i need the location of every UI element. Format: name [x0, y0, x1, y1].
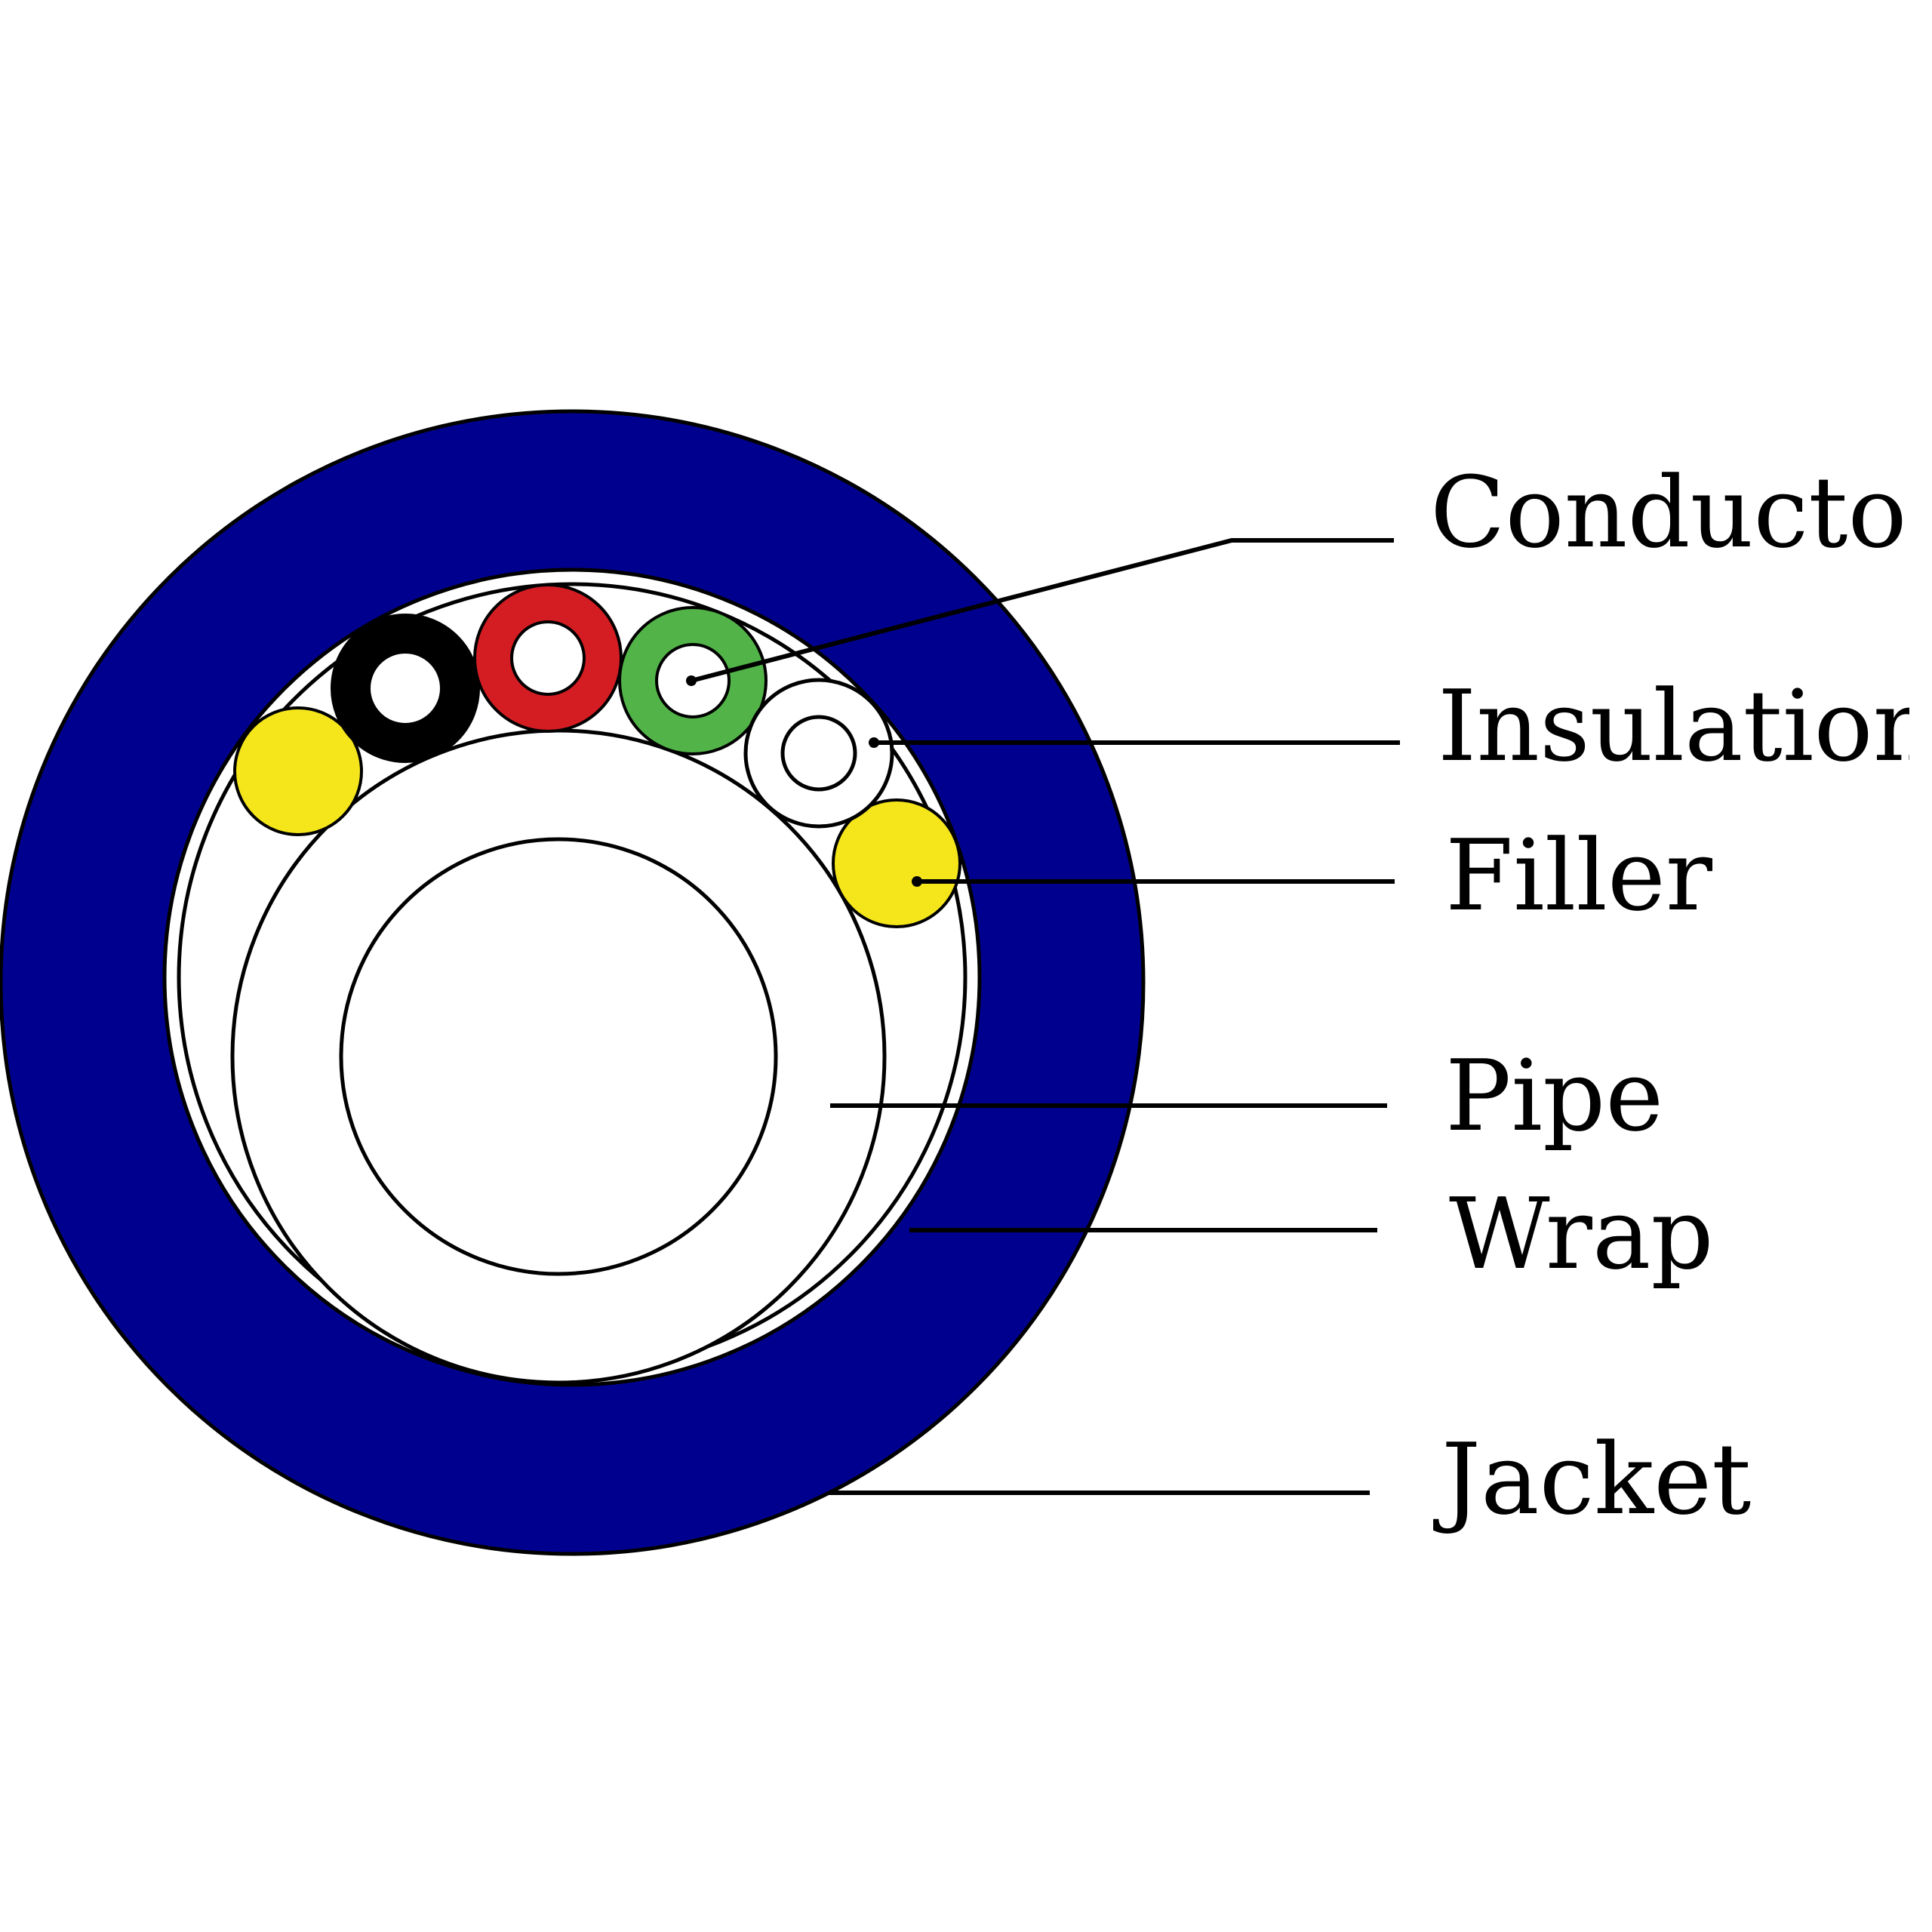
conductor-label: Conductor	[1430, 455, 1932, 570]
core-white-conductor	[780, 715, 857, 792]
jacket-label: Jacket	[1433, 1422, 1751, 1537]
core-red-conductor	[510, 620, 586, 696]
wrap-label: Wrap	[1449, 1177, 1714, 1291]
conductor-leader-line	[691, 538, 1394, 683]
filler-label: Filler	[1445, 818, 1713, 933]
pipe-label: Pipe	[1445, 1038, 1663, 1153]
core-black-conductor	[368, 651, 443, 726]
filler-left	[233, 706, 363, 836]
filler-leader-dot	[912, 876, 922, 887]
insulation-leader-dot	[869, 737, 879, 748]
insulation-label: Insulation	[1438, 669, 1932, 783]
filler-right	[832, 798, 961, 928]
conductor-leader-dot	[686, 675, 697, 686]
pipe-inner	[339, 837, 778, 1276]
